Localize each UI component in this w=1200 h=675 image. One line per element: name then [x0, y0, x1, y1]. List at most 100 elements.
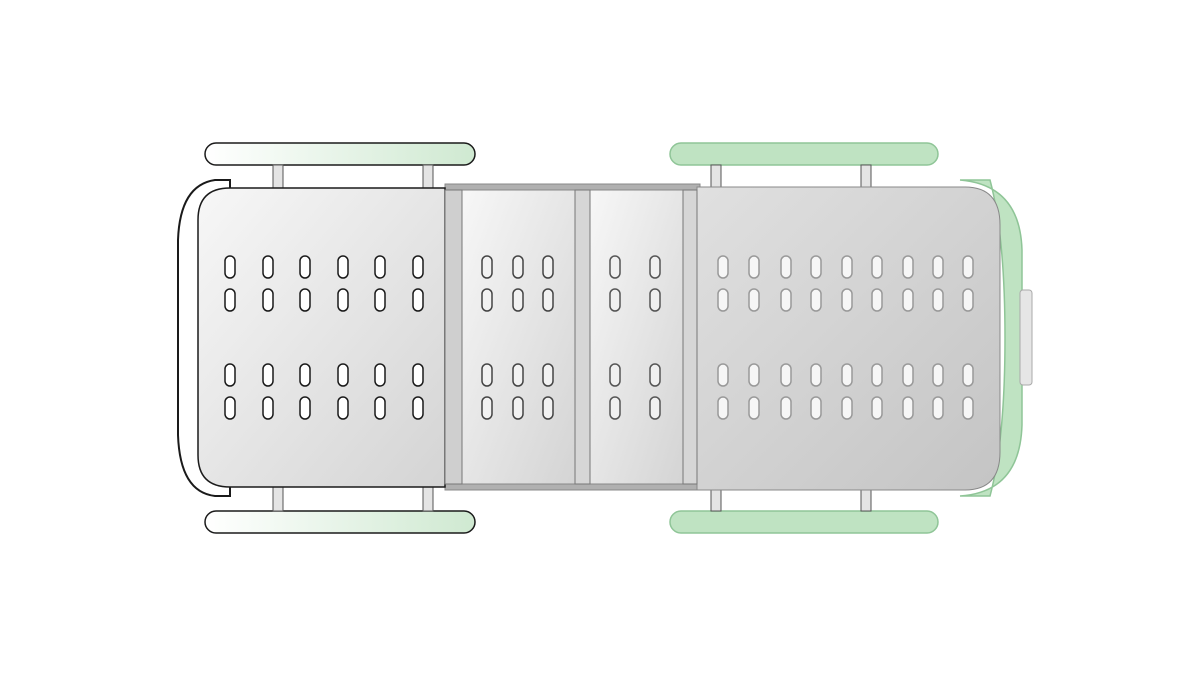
slot	[299, 363, 311, 387]
slot	[932, 288, 944, 312]
slot	[962, 363, 974, 387]
slot	[902, 255, 914, 279]
slot	[224, 396, 236, 420]
slot	[481, 255, 493, 279]
rail-top-right	[669, 142, 939, 166]
slot	[748, 255, 760, 279]
slot	[337, 288, 349, 312]
slot	[902, 363, 914, 387]
slot	[871, 396, 883, 420]
slot	[374, 288, 386, 312]
slot	[810, 363, 822, 387]
slot	[871, 255, 883, 279]
slot	[299, 255, 311, 279]
slot	[962, 396, 974, 420]
slot	[748, 288, 760, 312]
slot	[748, 363, 760, 387]
slot	[512, 255, 524, 279]
slot	[374, 396, 386, 420]
slot	[262, 396, 274, 420]
slot	[609, 363, 621, 387]
slot	[649, 396, 661, 420]
frame-bottom	[444, 483, 701, 491]
foot-board-control-panel	[1019, 289, 1033, 386]
slot	[299, 396, 311, 420]
slot	[224, 288, 236, 312]
slot	[542, 363, 554, 387]
foot-board-right	[959, 179, 1023, 497]
slot	[262, 288, 274, 312]
rail-bracket	[272, 164, 284, 189]
slot	[609, 255, 621, 279]
slot	[224, 255, 236, 279]
side-rails	[204, 142, 939, 534]
rail-bracket	[710, 486, 722, 512]
rail-bracket	[422, 164, 434, 189]
slot	[337, 363, 349, 387]
slot	[932, 363, 944, 387]
slot	[337, 396, 349, 420]
panel-leg	[696, 186, 1001, 491]
slot	[871, 288, 883, 312]
slot	[412, 255, 424, 279]
slot	[262, 363, 274, 387]
slot	[224, 363, 236, 387]
slot	[337, 255, 349, 279]
hinges	[444, 189, 698, 485]
rail-bracket	[272, 486, 284, 512]
slot	[810, 396, 822, 420]
panel-back	[197, 187, 446, 488]
slot	[512, 396, 524, 420]
slot	[780, 396, 792, 420]
slot	[649, 363, 661, 387]
slot	[748, 396, 760, 420]
slot	[841, 288, 853, 312]
slot	[481, 363, 493, 387]
slot	[649, 288, 661, 312]
slot	[780, 363, 792, 387]
slot	[902, 396, 914, 420]
rail-bottom-left	[204, 510, 476, 534]
rail-bottom-right	[669, 510, 939, 534]
ventilation-slots	[224, 255, 974, 420]
slot	[810, 255, 822, 279]
slot	[841, 396, 853, 420]
slot	[542, 288, 554, 312]
slot	[780, 288, 792, 312]
slot	[512, 288, 524, 312]
slot	[871, 363, 883, 387]
slot	[841, 363, 853, 387]
slot	[542, 396, 554, 420]
slot	[609, 396, 621, 420]
slot	[780, 255, 792, 279]
slot	[717, 255, 729, 279]
rail-brackets	[272, 164, 872, 512]
slot	[262, 255, 274, 279]
slot	[841, 255, 853, 279]
panel-seat	[461, 189, 576, 485]
slot	[932, 255, 944, 279]
slot	[810, 288, 822, 312]
slot	[609, 288, 621, 312]
rail-top-left	[204, 142, 476, 166]
slot	[902, 288, 914, 312]
slot	[412, 396, 424, 420]
slot	[481, 396, 493, 420]
frame-top	[444, 183, 701, 191]
slot	[299, 288, 311, 312]
slot	[374, 255, 386, 279]
rail-bracket	[710, 164, 722, 189]
rail-bracket	[860, 164, 872, 189]
slot	[412, 363, 424, 387]
slot	[512, 363, 524, 387]
slot	[481, 288, 493, 312]
slot	[649, 255, 661, 279]
slot	[962, 255, 974, 279]
slot	[932, 396, 944, 420]
slot	[962, 288, 974, 312]
rail-bracket	[422, 486, 434, 512]
slot	[412, 288, 424, 312]
slot	[542, 255, 554, 279]
slot	[717, 288, 729, 312]
